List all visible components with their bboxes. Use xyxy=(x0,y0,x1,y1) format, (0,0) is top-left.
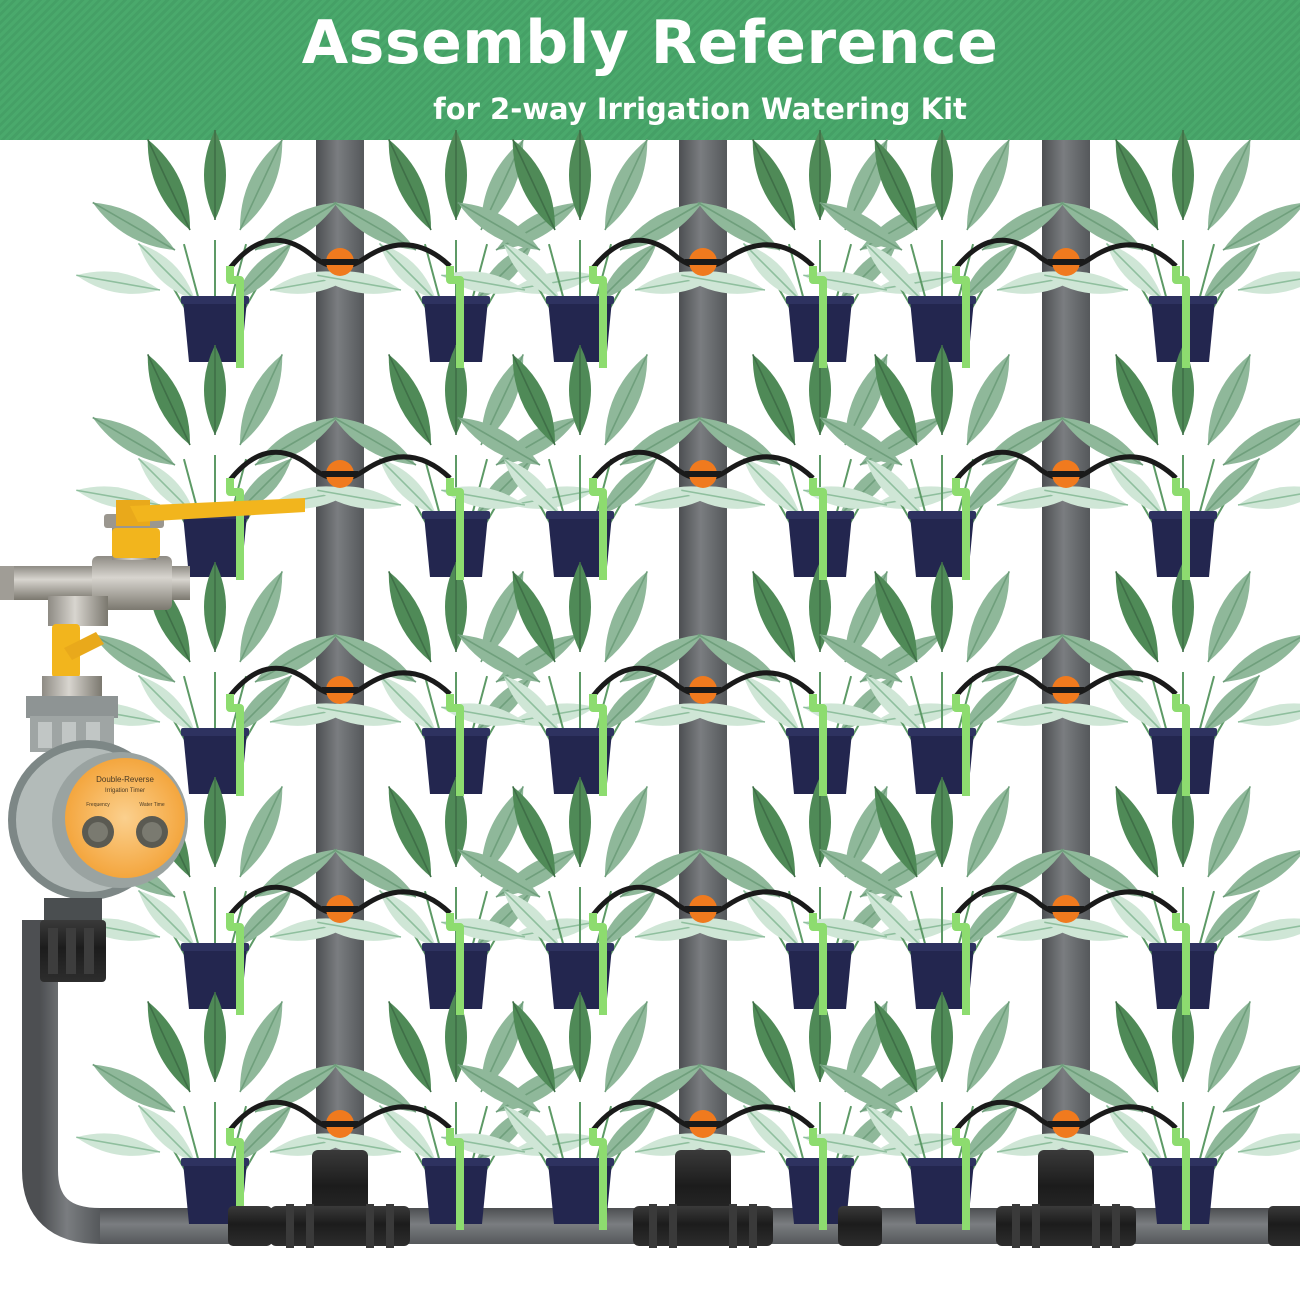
drip-stake-icon xyxy=(446,913,464,1015)
tee-connector-icon xyxy=(685,895,721,923)
tee-connector-icon xyxy=(633,1150,773,1248)
plant-icon xyxy=(803,992,1081,1224)
timer-model: Irrigation Timer xyxy=(105,788,145,794)
tee-connector-icon xyxy=(322,248,358,276)
drip-stake-icon xyxy=(226,913,244,1015)
plant-icon xyxy=(1044,777,1300,1009)
drip-stake-icon xyxy=(809,266,827,368)
pot xyxy=(910,947,974,1009)
drip-stake-icon xyxy=(952,694,970,796)
plant-icon xyxy=(441,562,719,794)
tee-connector-icon xyxy=(322,1110,358,1138)
tee-connector-icon xyxy=(685,248,721,276)
plant-icon xyxy=(803,345,1081,577)
plant-icon xyxy=(317,777,595,1009)
drip-stake-icon xyxy=(589,913,607,1015)
drip-stake-icon xyxy=(589,1128,607,1230)
title-banner: Assembly Reference for 2-way Irrigation … xyxy=(0,0,1300,140)
tee-connector-icon xyxy=(322,895,358,923)
timer-brand: Double-Reverse xyxy=(96,775,154,784)
tee-connector-icon xyxy=(270,1150,410,1248)
drip-stake-icon xyxy=(1172,266,1190,368)
page-title: Assembly Reference xyxy=(301,8,999,78)
drip-tubing xyxy=(226,237,1190,1230)
ball-valve-icon xyxy=(112,498,305,558)
tee-connector-icon xyxy=(685,1110,721,1138)
plant-icon xyxy=(76,130,354,362)
pot xyxy=(910,300,974,362)
drip-stake-icon xyxy=(809,913,827,1015)
drip-stake-icon xyxy=(589,266,607,368)
tee-connector-icon xyxy=(685,460,721,488)
pot xyxy=(548,732,612,794)
tee-connector-icon xyxy=(1048,248,1084,276)
plant-icon xyxy=(1044,130,1300,362)
tee-connector-icon xyxy=(322,676,358,704)
timer-icon: Double-Reverse Irrigation Timer Frequenc… xyxy=(8,740,188,900)
faucet-assembly: Double-Reverse Irrigation Timer Frequenc… xyxy=(0,498,305,982)
pot xyxy=(548,300,612,362)
plant-icon xyxy=(1044,992,1300,1224)
tee-connector-icon xyxy=(1048,895,1084,923)
drip-stake-icon xyxy=(226,694,244,796)
drip-stake-icon xyxy=(952,478,970,580)
drip-stake-icon xyxy=(589,694,607,796)
drip-stake-icon xyxy=(952,266,970,368)
tee-connector-icon xyxy=(322,460,358,488)
tee-connector-icon xyxy=(1048,460,1084,488)
tee-connector-icon xyxy=(1048,676,1084,704)
drip-stake-icon xyxy=(809,694,827,796)
drip-stake-icon xyxy=(1172,694,1190,796)
pot xyxy=(548,515,612,577)
timer-watertime-label: Water Time xyxy=(139,802,165,808)
drip-stake-icon xyxy=(1172,1128,1190,1230)
tee-connector-icon xyxy=(1048,1110,1084,1138)
drip-stake-icon xyxy=(226,266,244,368)
drip-stake-icon xyxy=(1172,913,1190,1015)
pipe-coupling xyxy=(1268,1206,1300,1246)
pot xyxy=(910,732,974,794)
drip-stake-icon xyxy=(446,266,464,368)
drip-stake-icon xyxy=(809,478,827,580)
pipe-coupling xyxy=(838,1206,882,1246)
drip-stake-icon xyxy=(226,478,244,580)
pot xyxy=(183,515,247,577)
page-subtitle: for 2-way Irrigation Watering Kit xyxy=(433,92,967,126)
pot xyxy=(910,515,974,577)
pot xyxy=(183,732,247,794)
pipe-coupling xyxy=(228,1206,272,1246)
tee-connector-icon xyxy=(685,676,721,704)
pot xyxy=(183,300,247,362)
pot xyxy=(910,1162,974,1224)
pot xyxy=(548,947,612,1009)
drip-stake-icon xyxy=(446,478,464,580)
drip-stake-icon xyxy=(226,1128,244,1230)
drip-stake-icon xyxy=(446,1128,464,1230)
pot xyxy=(548,1162,612,1224)
drip-stake-icon xyxy=(952,913,970,1015)
tee-connector-icon xyxy=(996,1150,1136,1248)
pot xyxy=(183,947,247,1009)
drip-stake-icon xyxy=(952,1128,970,1230)
bottom-fittings xyxy=(228,1150,1300,1248)
drip-stake-icon xyxy=(1172,478,1190,580)
drip-stake-icon xyxy=(809,1128,827,1230)
drip-stake-icon xyxy=(589,478,607,580)
plant-icon xyxy=(803,777,1081,1009)
drip-stake-icon xyxy=(446,694,464,796)
ball-valve-icon xyxy=(52,624,104,678)
timer-frequency-label: Frequency xyxy=(86,802,110,808)
